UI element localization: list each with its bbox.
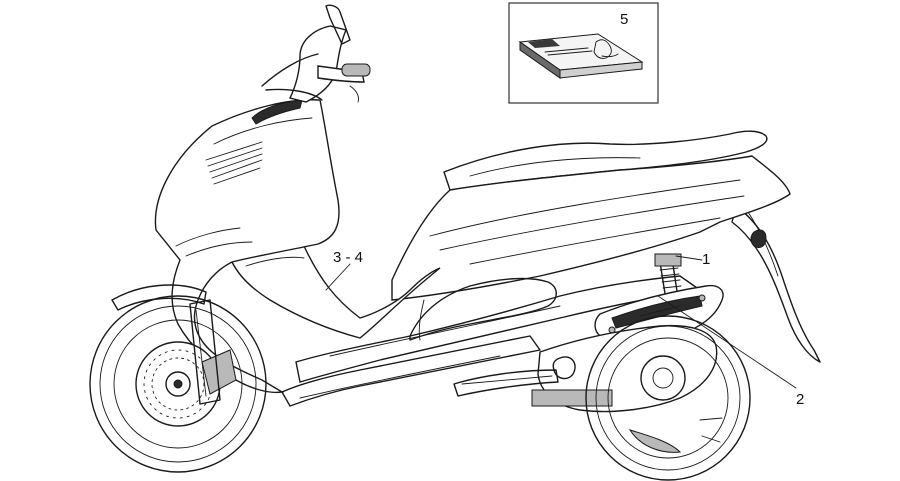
leg-shield-panel <box>231 245 557 341</box>
rear-side-panel <box>391 155 791 301</box>
front-stripes <box>205 141 263 185</box>
callout-3-4: 3 - 4 <box>333 249 363 266</box>
callout-2: 2 <box>796 391 804 408</box>
callout-1: 1 <box>702 251 710 268</box>
leader-1 <box>675 255 703 261</box>
handlebar-assembly <box>261 4 371 103</box>
front-body <box>154 99 340 394</box>
leader-2 <box>657 295 797 389</box>
right-grip <box>341 63 371 77</box>
callout-leaders <box>325 255 797 389</box>
rear-wheel <box>585 315 751 481</box>
owners-manual-book <box>518 33 644 79</box>
front-fork <box>111 284 221 405</box>
brake-caliper <box>201 349 237 395</box>
front-wheel <box>89 295 267 473</box>
brake-disc <box>135 341 221 427</box>
center-stand <box>531 389 613 407</box>
leader-3-4 <box>325 263 351 291</box>
engine-drivetrain <box>453 324 718 413</box>
callout-5: 5 <box>620 11 628 28</box>
rear-mudguard <box>731 205 821 363</box>
manual-inset <box>508 2 659 104</box>
